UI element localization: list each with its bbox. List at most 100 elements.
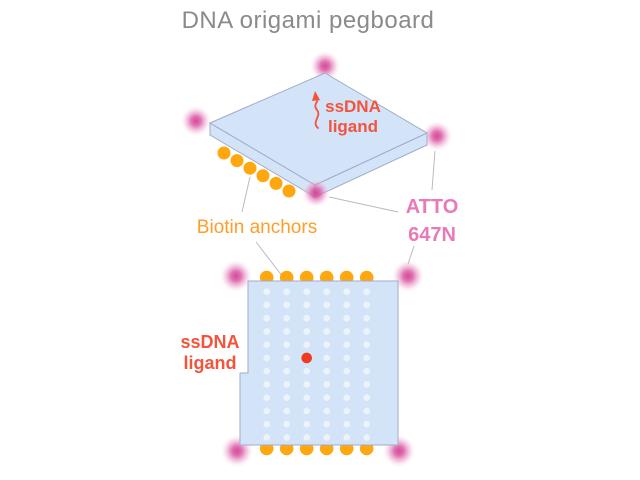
connector-atto-to-square — [407, 245, 415, 265]
grid-dot-icon — [283, 381, 291, 388]
grid-dot-icon — [263, 420, 271, 428]
grid-dot-icon — [343, 314, 351, 322]
grid-dot-icon — [283, 314, 291, 322]
fluorophore-dot-icon — [219, 259, 253, 293]
connector-atto-to-slab-right — [431, 150, 436, 191]
grid-dot-icon — [323, 341, 331, 349]
grid-dot-icon — [363, 301, 371, 309]
grid-dot-icon — [343, 341, 351, 349]
pegboard-grid-dots — [263, 288, 371, 441]
label-connector-lines — [241, 150, 436, 278]
grid-dot-icon — [283, 434, 291, 441]
grid-dot-icon — [343, 381, 351, 388]
grid-dot-icon — [283, 301, 291, 309]
origami-slab-3d — [208, 72, 429, 198]
atto-647n-label-line1: ATTO — [405, 196, 459, 218]
grid-dot-icon — [303, 381, 311, 388]
grid-dot-icon — [323, 288, 331, 296]
connector-biotin-to-square — [255, 241, 284, 278]
grid-dot-icon — [363, 328, 371, 335]
grid-dot-icon — [343, 407, 351, 415]
ssdna-ligand-label-2d: ssDNA ligand — [176, 332, 244, 374]
grid-dot-icon — [283, 354, 291, 362]
biotin-anchor-icon — [243, 161, 257, 175]
grid-dot-icon — [263, 407, 271, 415]
biotin-anchor-icon — [256, 169, 270, 183]
grid-dot-icon — [263, 328, 271, 335]
grid-dot-icon — [323, 301, 331, 309]
grid-dot-icon — [343, 354, 351, 362]
grid-dot-icon — [323, 367, 331, 375]
grid-dot-icon — [303, 328, 311, 335]
ssdna-ligand-label-2d-line1: ssDNA — [180, 332, 240, 352]
fluorophore-dot-icon — [309, 50, 341, 82]
grid-dot-icon — [303, 407, 311, 415]
grid-dot-icon — [263, 314, 271, 322]
biotin-anchor-icon — [230, 154, 244, 168]
grid-dot-icon — [323, 354, 331, 362]
ssdna-ligand-label-3d: ssDNA ligand — [320, 97, 386, 137]
grid-dot-icon — [283, 394, 291, 402]
slab-top-face — [208, 72, 429, 186]
grid-dot-icon — [263, 381, 271, 388]
page-title: DNA origami pegboard — [181, 7, 435, 34]
grid-dot-icon — [363, 367, 371, 375]
grid-dot-icon — [303, 394, 311, 402]
grid-dot-icon — [263, 354, 271, 362]
grid-dot-icon — [303, 367, 311, 375]
fluorophore-dot-icon — [301, 178, 331, 208]
fluorophore-dot-icon — [421, 120, 453, 152]
grid-dot-icon — [303, 434, 311, 441]
grid-dot-icon — [363, 394, 371, 402]
grid-dot-icon — [283, 288, 291, 296]
grid-dot-icon — [283, 407, 291, 415]
grid-dot-icon — [263, 394, 271, 402]
biotin-anchor-icon — [269, 176, 283, 190]
ssdna-ligand-label-2d-line2: ligand — [183, 353, 237, 373]
grid-dot-icon — [263, 341, 271, 349]
grid-dot-icon — [323, 434, 331, 441]
grid-dot-icon — [363, 288, 371, 296]
grid-dot-icon — [363, 434, 371, 441]
grid-dot-icon — [303, 288, 311, 296]
fluorophore-dot-icon — [391, 259, 425, 293]
grid-dot-icon — [363, 420, 371, 428]
grid-dot-icon — [343, 288, 351, 296]
grid-dot-icon — [363, 314, 371, 322]
ssdna-ligand-label-3d-line1: ssDNA — [325, 97, 381, 116]
grid-dot-icon — [283, 367, 291, 375]
origami-pegboard-2d — [239, 280, 399, 446]
grid-dot-icon — [363, 407, 371, 415]
grid-dot-icon — [303, 341, 311, 349]
grid-dot-icon — [263, 367, 271, 375]
grid-dot-icon — [363, 381, 371, 388]
connector-biotin-to-slab — [241, 176, 251, 213]
atto647n-fluorophores-back — [180, 50, 453, 468]
grid-dot-icon — [343, 394, 351, 402]
biotin-anchors-3d — [217, 146, 296, 198]
atto-647n-label: ATTO 647N — [394, 193, 470, 249]
connector-atto-to-slab-front — [328, 196, 399, 213]
ssdna-squiggle-arrow-icon — [312, 91, 320, 129]
grid-dot-icon — [303, 301, 311, 309]
grid-dot-icon — [303, 420, 311, 428]
grid-dot-icon — [323, 420, 331, 428]
ssdna-ligand-label-3d-line2: ligand — [327, 117, 379, 136]
grid-dot-icon — [343, 434, 351, 441]
grid-dot-icon — [283, 420, 291, 428]
grid-dot-icon — [323, 314, 331, 322]
grid-dot-icon — [303, 314, 311, 322]
grid-dot-icon — [263, 301, 271, 309]
grid-dot-icon — [323, 394, 331, 402]
grid-dot-icon — [343, 328, 351, 335]
grid-dot-icon — [323, 328, 331, 335]
grid-dot-icon — [323, 407, 331, 415]
fluorophore-dot-icon — [180, 105, 212, 137]
atto-647n-label-line2: 647N — [408, 224, 456, 246]
grid-dot-icon — [343, 301, 351, 309]
grid-dot-icon — [343, 420, 351, 428]
grid-dot-icon — [263, 288, 271, 296]
biotin-anchor-icon — [282, 184, 296, 198]
